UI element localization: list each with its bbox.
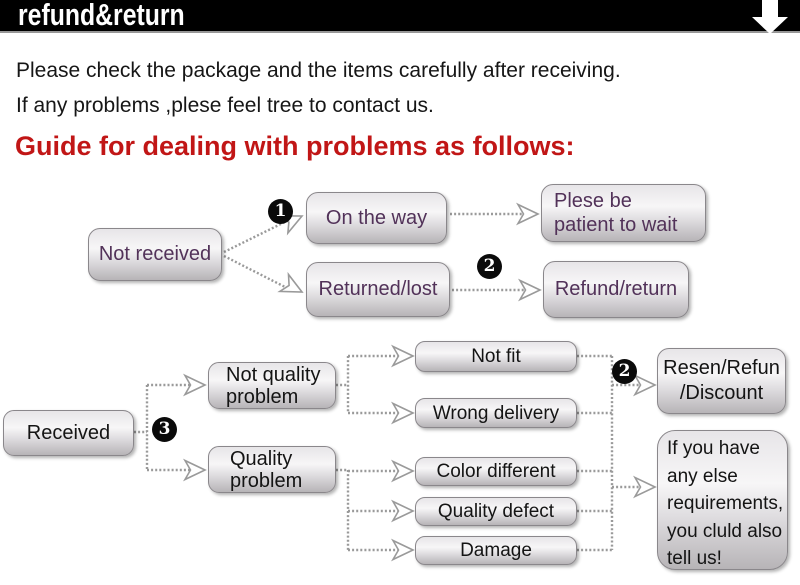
node-returned-lost: Returned/lost	[306, 262, 450, 317]
node-not-quality-problem: Not quality problem	[208, 362, 336, 409]
edges-merge-right	[577, 354, 645, 552]
guide-heading: Guide for dealing with problems as follo…	[15, 131, 575, 161]
node-refund-return: Refund/return	[543, 261, 689, 318]
node-resend-refund-discount: Resen/Refun /Discount	[657, 348, 786, 414]
node-quality-defect: Quality defect	[415, 497, 577, 526]
badge-step-2-bottom: 2	[612, 359, 637, 384]
node-please-wait: Plese be patient to wait	[541, 184, 706, 242]
edges-quality	[336, 468, 405, 552]
down-arrow-stem	[762, 0, 778, 17]
node-wrong-delivery: Wrong delivery	[415, 398, 577, 428]
node-color-different: Color different	[415, 457, 577, 486]
intro-line-1: Please check the package and the items c…	[16, 59, 621, 82]
badge-step-2-top: 2	[477, 254, 502, 279]
node-not-fit: Not fit	[415, 341, 577, 372]
edges-not-quality	[336, 354, 405, 415]
intro-line-2: If any problems ,plese feel tree to cont…	[16, 94, 434, 117]
node-on-the-way: On the way	[306, 192, 447, 244]
down-arrow-icon	[750, 0, 790, 36]
node-damage: Damage	[415, 536, 577, 565]
edges-received	[134, 383, 197, 472]
down-arrow-head	[752, 17, 788, 34]
node-received: Received	[3, 410, 134, 456]
badge-step-3: 3	[152, 417, 177, 442]
node-other-requirements: If you have any else requirements, you c…	[657, 430, 788, 570]
node-not-received: Not received	[88, 228, 222, 281]
badge-step-1: 1	[268, 199, 293, 224]
page-title: refund&return	[18, 0, 185, 32]
header-bar: refund&return	[0, 0, 800, 33]
node-quality-problem: Quality problem	[208, 446, 336, 493]
edges-not-received	[223, 212, 530, 292]
arrowheads	[183, 202, 657, 562]
